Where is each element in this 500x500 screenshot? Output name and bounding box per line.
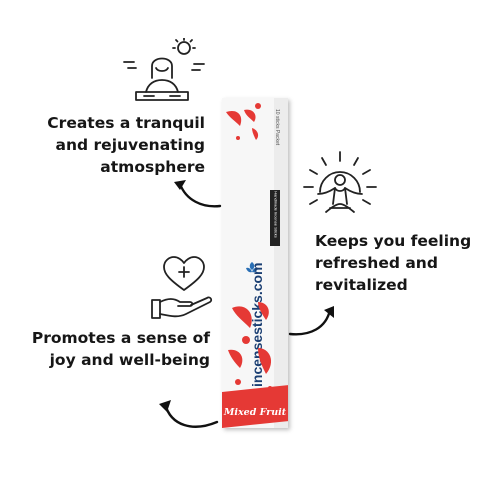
benefit-line: Keeps you feeling (315, 232, 472, 250)
radiant-person-icon (303, 151, 377, 213)
benefit-line: and rejuvenating (55, 136, 205, 154)
packet-label: 10 sticks Packet (274, 109, 280, 146)
curved-arrow-bottom-left (159, 400, 219, 428)
heart-in-hand-icon (151, 256, 213, 319)
benefit-text-tranquil: Creates a tranquil and rejuvenating atmo… (40, 112, 205, 178)
brand-logo-icon (246, 262, 258, 273)
variant-name: Mixed Fruit (223, 407, 287, 418)
benefit-text-joy: Promotes a sense of joy and well-being (20, 327, 210, 371)
benefit-text-refreshed: Keeps you feeling refreshed and revitali… (315, 230, 495, 296)
benefit-line: atmosphere (100, 158, 205, 176)
curved-arrow-top-left (174, 180, 222, 208)
benefit-line: Promotes a sense of (31, 329, 210, 347)
tag-box (270, 190, 280, 246)
benefit-line: refreshed and (315, 254, 438, 272)
benefit-line: Creates a tranquil (47, 114, 205, 132)
incense-package: 10 sticks Packet Handmade Incense Sticks… (222, 98, 288, 428)
bottom-decoration (228, 302, 272, 390)
tag-text: Handmade Incense Sticks (273, 191, 279, 238)
package-side-panel (274, 98, 288, 428)
benefit-line: revitalized (315, 276, 408, 294)
benefit-line: joy and well-being (49, 351, 210, 369)
meditating-person-icon (123, 38, 205, 101)
top-decoration (226, 103, 261, 140)
curved-arrow-right (288, 306, 334, 336)
